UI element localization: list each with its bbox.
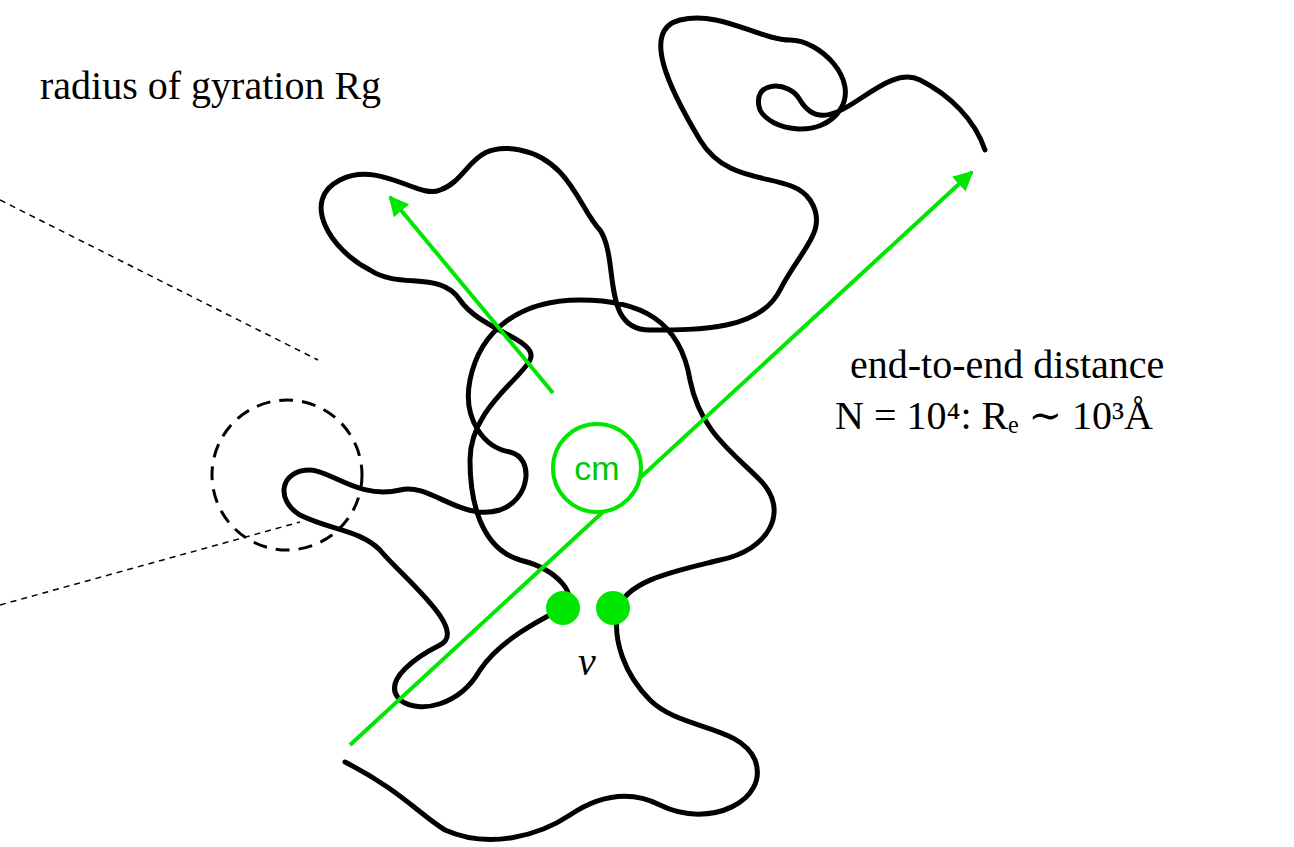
node-text: cm (574, 449, 619, 488)
end-to-end-arrow (350, 172, 972, 745)
zoom-line (0, 522, 300, 605)
zoom-line (0, 200, 318, 360)
annotation-label: end-to-end distance (850, 343, 1164, 387)
title-label: radius of gyration Rg (40, 64, 381, 108)
contact-dot (596, 591, 630, 625)
symbol-label: v (578, 640, 596, 684)
center-of-mass-circle: cm (551, 422, 643, 514)
gyration-arrow (390, 197, 553, 393)
annotation-label: N = 10⁴: Rₑ ∼ 10³Å (835, 394, 1153, 438)
contact-dot (546, 591, 580, 625)
